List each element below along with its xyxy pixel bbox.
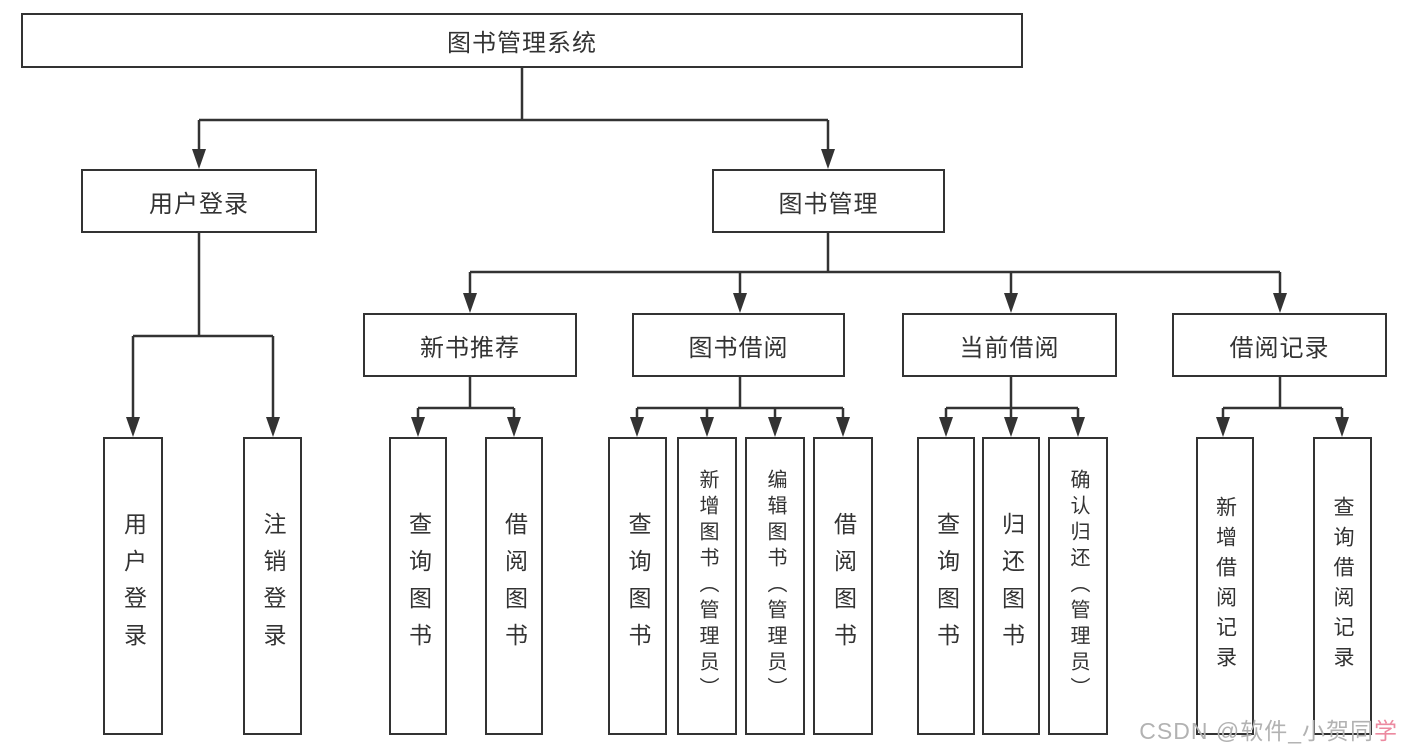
leaf-borrow-do-label: 借阅图书 <box>830 512 857 660</box>
leaf-borrow-add-label: 新增图书（管理员） <box>696 469 718 703</box>
csdn-watermark-text: CSDN @软件_小贺同 <box>1139 718 1374 744</box>
leaf-records-add-record: 新增借阅记录 <box>1196 437 1254 735</box>
leaf-borrow-borrow-books: 借阅图书 <box>813 437 873 735</box>
leaf-borrow-edit-label: 编辑图书（管理员） <box>764 469 786 703</box>
leaf-current-confirm-label: 确认归还（管理员） <box>1067 469 1089 703</box>
root-node: 图书管理系统 <box>21 13 1023 68</box>
leaf-current-query-label: 查询图书 <box>933 512 960 660</box>
csdn-watermark: CSDN @软件_小贺同学 <box>1139 712 1398 746</box>
leaf-borrow-query-books: 查询图书 <box>608 437 667 735</box>
leaf-borrow-add-books-admin: 新增图书（管理员） <box>677 437 737 735</box>
current-borrow-node: 当前借阅 <box>902 313 1117 377</box>
leaf-newbook-borrow-label: 借阅图书 <box>501 512 528 660</box>
leaf-user-login: 用户登录 <box>103 437 163 735</box>
leaf-newbook-query-books: 查询图书 <box>389 437 447 735</box>
leaf-borrow-query-label: 查询图书 <box>625 512 651 660</box>
leaf-records-query-record: 查询借阅记录 <box>1313 437 1372 735</box>
root-node-label: 图书管理系统 <box>447 30 597 57</box>
leaf-borrow-edit-books-admin: 编辑图书（管理员） <box>745 437 805 735</box>
user-login-node: 用户登录 <box>81 169 317 233</box>
book-management-node-label: 图书管理 <box>778 190 879 218</box>
leaf-newbook-query-label: 查询图书 <box>405 512 432 660</box>
leaf-records-add-label: 新增借阅记录 <box>1213 496 1237 676</box>
csdn-watermark-accent: 学 <box>1374 718 1398 744</box>
leaf-logout: 注销登录 <box>243 437 302 735</box>
book-borrow-node: 图书借阅 <box>632 313 845 377</box>
leaf-current-query-books: 查询图书 <box>917 437 975 735</box>
leaf-user-login-label: 用户登录 <box>120 512 147 660</box>
leaf-current-return-books: 归还图书 <box>982 437 1040 735</box>
leaf-current-confirm-return-admin: 确认归还（管理员） <box>1048 437 1108 735</box>
leaf-newbook-borrow-books: 借阅图书 <box>485 437 543 735</box>
user-login-node-label: 用户登录 <box>149 190 249 218</box>
current-borrow-label: 当前借阅 <box>959 334 1060 362</box>
leaf-records-query-label: 查询借阅记录 <box>1331 496 1354 676</box>
leaf-logout-label: 注销登录 <box>260 512 286 660</box>
new-book-recommend-label: 新书推荐 <box>420 334 520 362</box>
book-borrow-label: 图书借阅 <box>688 334 789 362</box>
leaf-current-return-label: 归还图书 <box>998 512 1025 660</box>
borrow-record-node: 借阅记录 <box>1172 313 1387 377</box>
book-management-node: 图书管理 <box>712 169 945 233</box>
new-book-recommend-node: 新书推荐 <box>363 313 577 377</box>
borrow-record-label: 借阅记录 <box>1229 334 1330 362</box>
